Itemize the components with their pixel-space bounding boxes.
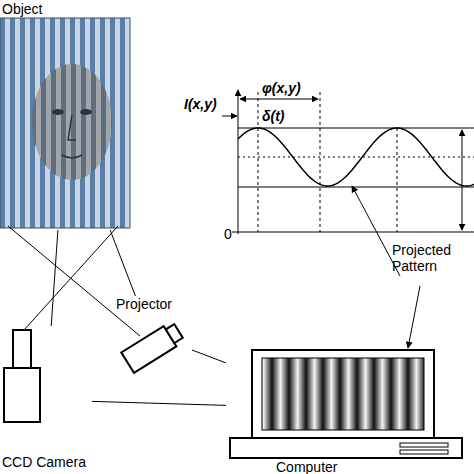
computer-symbol [230,350,462,458]
connector-line [92,401,226,405]
object-node: Object [0,0,132,230]
shift-label: δ(t) [262,108,302,124]
node-label: CCD Camera [2,454,86,470]
projector-symbol [121,321,185,373]
origin-label: 0 [224,226,236,242]
view-rays [8,226,140,336]
camera-node: CCD Camera [0,326,92,474]
camera-symbol [4,330,40,422]
computer-node: Computer [226,344,468,474]
projector-node: Projector [108,296,192,372]
object-illustration [0,18,130,228]
axis-label: I(x,y) [184,96,234,112]
connector-line [110,230,135,296]
connector-line [192,350,226,363]
phase-label: φ(x,y) [262,80,318,96]
pattern-label: Projected Pattern [392,242,474,274]
intensity-graph [222,90,474,234]
node-label: Projector [116,296,172,312]
connector-line [51,230,58,326]
node-label: Object [2,1,42,17]
node-label: Computer [276,459,337,474]
